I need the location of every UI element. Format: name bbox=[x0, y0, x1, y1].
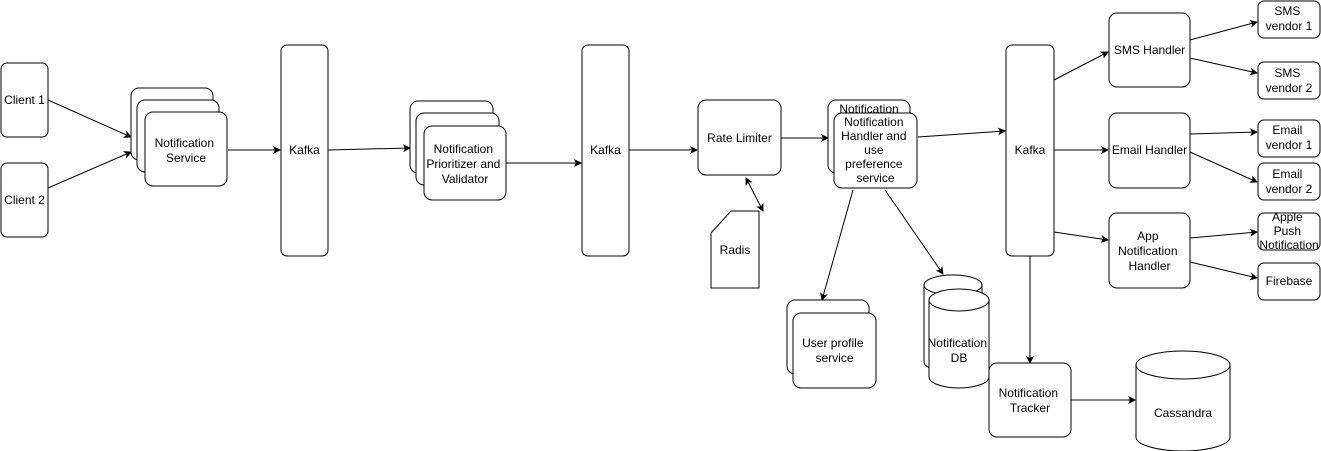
kafka3-node[interactable]: Kafka bbox=[1005, 44, 1055, 257]
edge-notification-handler-to-kafka3 bbox=[917, 127, 1006, 138]
notification-service-node[interactable]: Notification Service bbox=[130, 87, 228, 187]
edge-email-handler-to-vendor1 bbox=[1189, 128, 1258, 137]
email-handler-label: Email Handler bbox=[1112, 143, 1187, 157]
edge-email-handler-to-vendor2 bbox=[1189, 151, 1258, 183]
app-notification-handler-node[interactable]: App Notification Handler bbox=[1108, 212, 1191, 289]
notification-handler-node[interactable]: Notification Notification Handler and us… bbox=[827, 99, 918, 189]
email-vendor1-node[interactable]: Email vendor 1 bbox=[1257, 119, 1321, 158]
kafka2-node[interactable]: Kafka bbox=[581, 44, 630, 257]
app-notification-handler-label: App Notification Handler bbox=[1118, 229, 1181, 273]
edge-app-handler-to-apple-push bbox=[1189, 228, 1258, 239]
edge-notification-handler-to-user-profile bbox=[820, 189, 854, 301]
kafka1-node[interactable]: Kafka bbox=[280, 44, 329, 257]
notification-service-label: Notification Service bbox=[155, 136, 218, 165]
rate-limiter-node[interactable]: Rate Limiter bbox=[697, 99, 782, 176]
cassandra-label: Cassandra bbox=[1154, 406, 1212, 420]
kafka3-label: Kafka bbox=[1015, 143, 1046, 157]
prioritizer-node[interactable]: Notification Prioritizer and Validator bbox=[409, 100, 507, 201]
sms-handler-node[interactable]: SMS Handler bbox=[1108, 12, 1191, 88]
notification-handler-label: Notification Handler and use preference … bbox=[841, 115, 910, 185]
email-handler-node[interactable]: Email Handler bbox=[1108, 112, 1191, 189]
edge-client2-to-notification-service bbox=[47, 151, 132, 189]
notification-tracker-node[interactable]: Notification Tracker bbox=[988, 362, 1072, 438]
edge-client1-to-notification-service bbox=[47, 99, 132, 138]
client2-node[interactable]: Client 2 bbox=[0, 162, 49, 238]
rate-limiter-label: Rate Limiter bbox=[707, 131, 772, 145]
firebase-label: Firebase bbox=[1266, 274, 1313, 288]
radis-node[interactable]: Radis bbox=[710, 210, 760, 289]
notification-tracker-label: Notification Tracker bbox=[999, 386, 1062, 415]
sms-vendor1-node[interactable]: SMS vendor 1 bbox=[1257, 0, 1321, 39]
radis-label: Radis bbox=[720, 243, 751, 257]
edge-rate-limiter-radis bbox=[745, 177, 764, 212]
client2-label: Client 2 bbox=[4, 193, 45, 207]
edge-sms-handler-to-vendor1 bbox=[1189, 19, 1258, 41]
client1-node[interactable]: Client 1 bbox=[0, 62, 49, 138]
firebase-node[interactable]: Firebase bbox=[1257, 262, 1321, 301]
sms-vendor1-label: SMS vendor 1 bbox=[1266, 4, 1313, 33]
edge-kafka3-to-app-handler bbox=[1053, 231, 1109, 243]
apple-push-node[interactable]: Apple Push Notification bbox=[1257, 210, 1321, 252]
user-profile-service-label: User profile service bbox=[802, 336, 867, 365]
apple-push-label: Apple Push Notification bbox=[1259, 210, 1318, 252]
edge-sms-handler-to-vendor2 bbox=[1189, 57, 1258, 76]
email-vendor2-label: Email vendor 2 bbox=[1266, 167, 1313, 196]
edge-kafka1-to-prioritizer bbox=[327, 144, 411, 153]
sms-vendor2-node[interactable]: SMS vendor 2 bbox=[1257, 61, 1321, 100]
notification-db-label: Notification DB bbox=[928, 336, 991, 365]
client1-label: Client 1 bbox=[4, 93, 45, 107]
edge-kafka3-to-sms-handler bbox=[1053, 51, 1109, 81]
email-vendor2-node[interactable]: Email vendor 2 bbox=[1257, 162, 1321, 201]
email-vendor1-label: Email vendor 1 bbox=[1266, 123, 1313, 152]
edge-app-handler-to-firebase bbox=[1189, 261, 1258, 281]
prioritizer-label: Notification Prioritizer and Validator bbox=[426, 142, 503, 186]
notification-db-node[interactable]: Notification DB bbox=[923, 274, 991, 389]
edges bbox=[47, 19, 1258, 404]
sms-vendor2-label: SMS vendor 2 bbox=[1266, 66, 1313, 95]
user-profile-service-node[interactable]: User profile service bbox=[786, 299, 877, 389]
cassandra-node[interactable]: Cassandra bbox=[1135, 350, 1231, 451]
kafka1-label: Kafka bbox=[289, 143, 320, 157]
sms-handler-label: SMS Handler bbox=[1114, 43, 1185, 57]
edge-notification-handler-to-db bbox=[884, 189, 944, 275]
kafka2-label: Kafka bbox=[590, 143, 621, 157]
